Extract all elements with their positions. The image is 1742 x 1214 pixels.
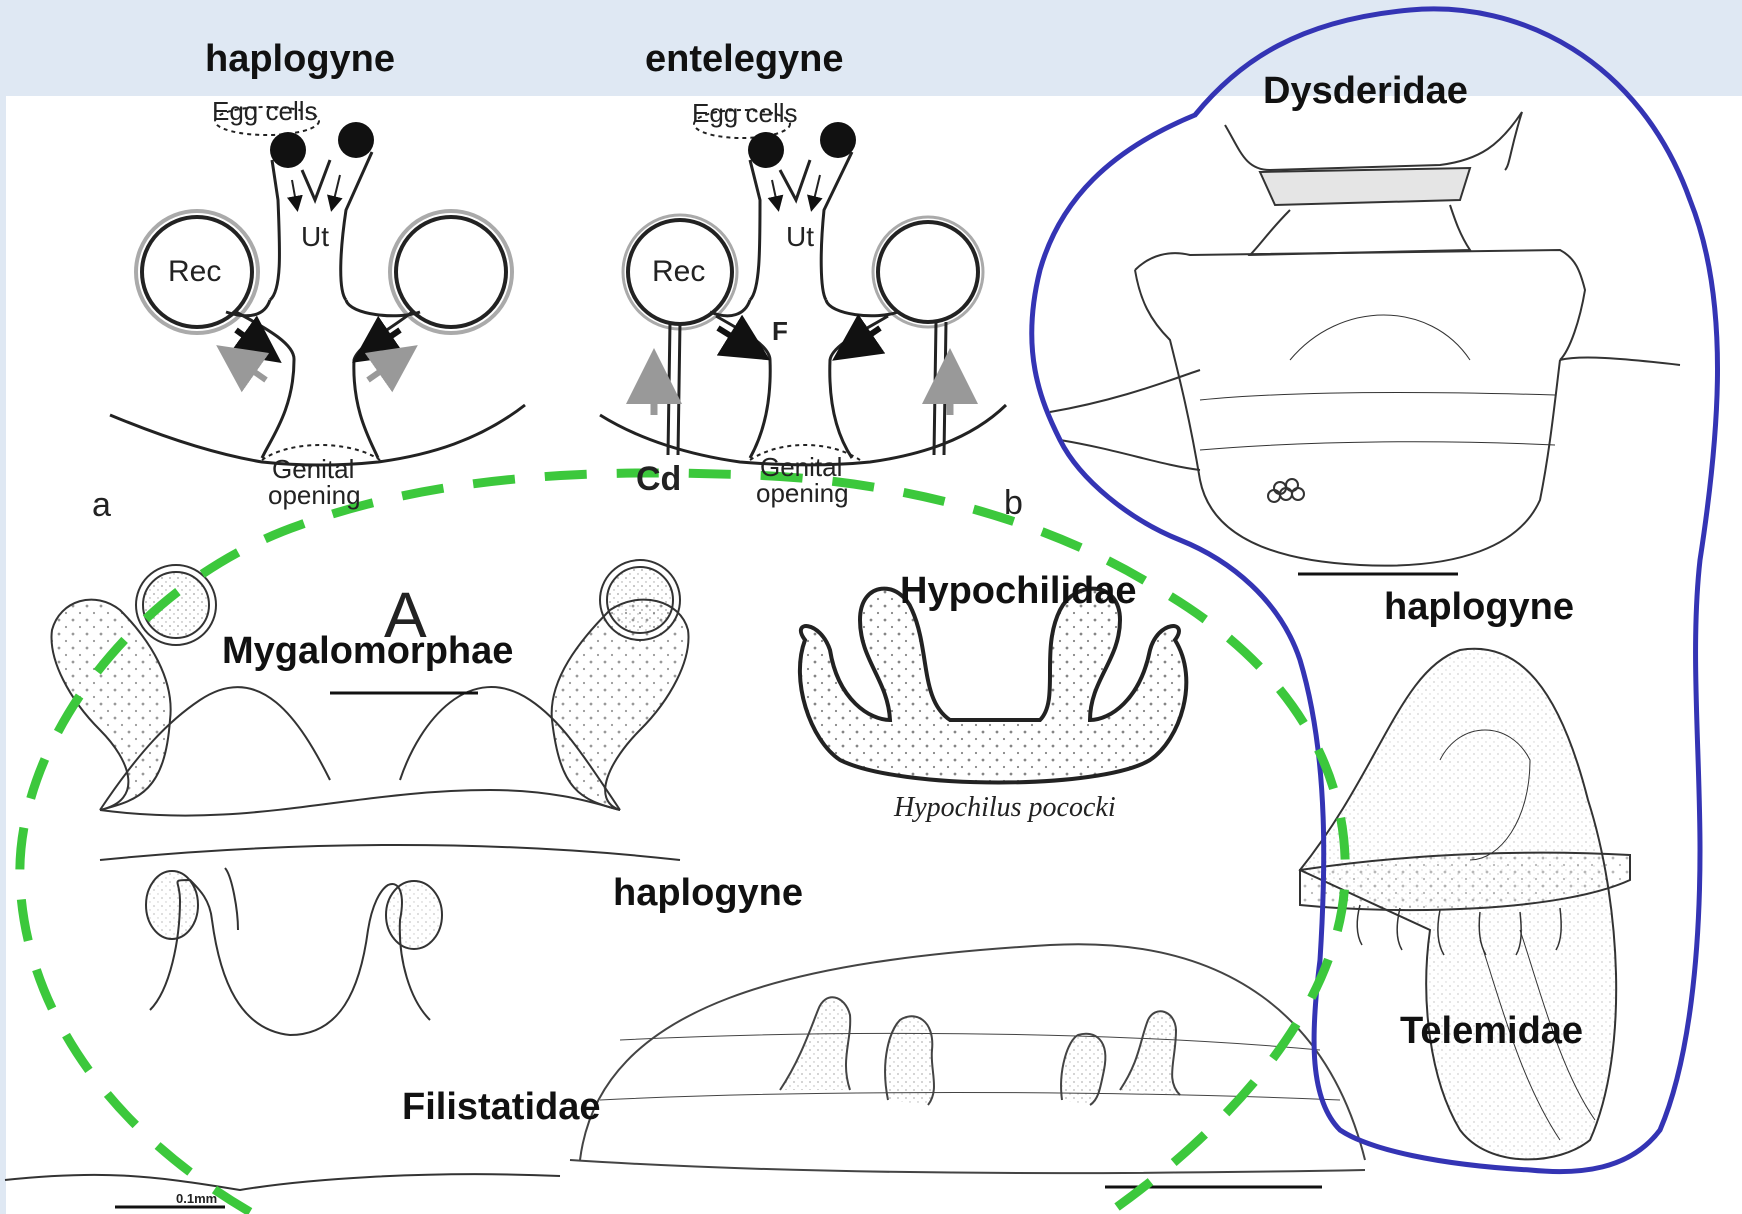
label-opening-a: opening — [268, 482, 361, 509]
label-rec-a: Rec — [168, 256, 221, 288]
panel-letter-b: b — [1004, 484, 1023, 523]
figure-letter-A: A — [384, 578, 427, 652]
label-ut-b: Ut — [786, 222, 814, 251]
heading-entelegyne-top: entelegyne — [645, 38, 844, 81]
haplogyne-center-drawing — [570, 944, 1365, 1187]
mygalomorphae-drawing — [52, 560, 689, 860]
heading-haplogyne-right: haplogyne — [1384, 586, 1574, 629]
heading-dysderidae: Dysderidae — [1263, 70, 1468, 113]
species-caption: Hypochilus pococki — [894, 792, 1116, 824]
telemidae-drawing — [1300, 649, 1630, 1160]
label-cd-b: Cd — [636, 462, 681, 498]
scale-label: 0.1mm — [176, 1192, 217, 1206]
label-rec-b: Rec — [652, 256, 705, 288]
heading-mygalomorphae: Mygalomorphae — [222, 630, 513, 673]
heading-haplogyne-center: haplogyne — [613, 872, 803, 915]
heading-hypochilidae: Hypochilidae — [900, 570, 1137, 613]
heading-telemidae: Telemidae — [1400, 1010, 1583, 1053]
label-f-b: F — [772, 318, 788, 345]
filistatidae-drawing — [5, 868, 560, 1207]
label-egg-cells-b: Egg cells — [692, 100, 798, 127]
heading-filistatidae: Filistatidae — [402, 1086, 601, 1129]
label-opening-b: opening — [756, 480, 849, 507]
panel-letter-a: a — [92, 486, 111, 525]
heading-haplogyne-top: haplogyne — [205, 38, 395, 81]
label-egg-cells-a: Egg cells — [212, 98, 318, 125]
label-ut-a: Ut — [301, 222, 329, 251]
green-dashed-outline — [20, 473, 1345, 1212]
dysderidae-drawing — [1050, 112, 1680, 574]
hypochilidae-drawing — [800, 589, 1186, 783]
